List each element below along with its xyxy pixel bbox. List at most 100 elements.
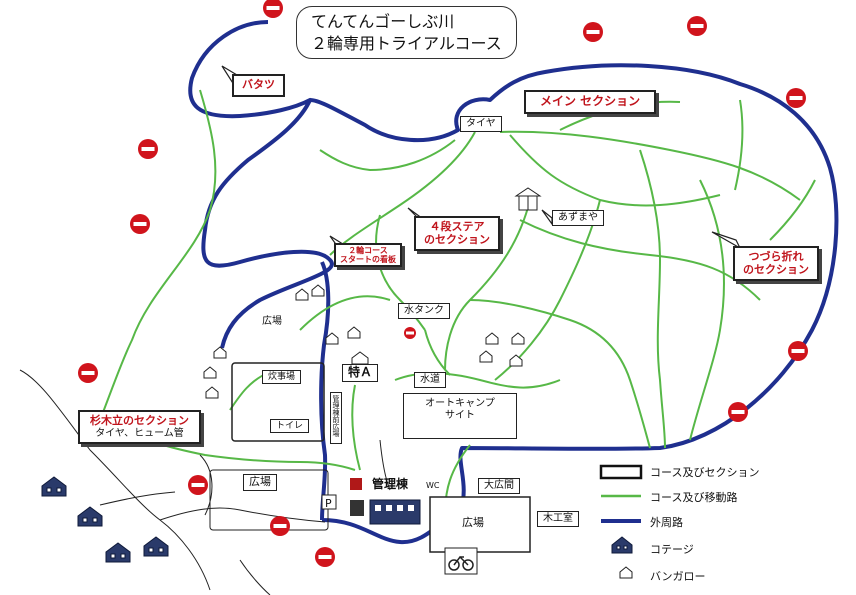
water-tank-icon — [404, 327, 416, 339]
water-supply-label: 水道 — [414, 372, 446, 388]
auto-camp-line2: サイト — [445, 409, 475, 421]
management-road-label: 管理棟前広場 — [330, 392, 343, 444]
bungalows — [203, 284, 633, 579]
course-path — [469, 299, 651, 449]
legend-bungalow: バンガロー — [650, 570, 706, 583]
cottage-icon — [41, 476, 67, 497]
course-path — [299, 295, 391, 331]
course-path — [99, 89, 217, 421]
outer-road — [188, 20, 839, 545]
management-building-label: 管理棟 — [372, 477, 409, 491]
section-sugi-line1: 杉木立のセクション — [90, 414, 189, 427]
special-a-label: 特Ａ — [342, 364, 379, 382]
water-tank-label: 水タンク — [398, 303, 450, 319]
course-path — [329, 131, 476, 256]
course-path — [375, 214, 426, 331]
course-path — [509, 134, 721, 207]
road-line — [99, 491, 176, 506]
no-entry-icon — [583, 22, 603, 42]
callout-pointer — [711, 231, 742, 250]
plaza-label-main: 広場 — [462, 516, 484, 529]
no-entry-icon — [130, 214, 150, 234]
bungalow-icon — [213, 346, 227, 359]
legend-course-section: コース及びセクション — [650, 466, 760, 479]
no-entry-signs — [78, 0, 808, 567]
woodwork-room-label: 木工室 — [537, 511, 579, 527]
no-entry-icon — [263, 0, 283, 18]
course-path — [494, 199, 601, 381]
bungalow-icon — [205, 386, 219, 399]
legend-swatches — [599, 464, 643, 523]
bungalow-icon — [619, 566, 633, 579]
bungalow-icon — [203, 366, 217, 379]
plaza-area — [429, 496, 531, 553]
bungalow-icon — [347, 326, 361, 339]
no-entry-icon — [138, 139, 158, 159]
section-tsuzura-line2: のセクション — [743, 262, 809, 276]
no-entry-icon — [78, 363, 98, 383]
wc-label: WC — [426, 481, 440, 490]
no-entry-icon — [270, 516, 290, 536]
no-entry-icon — [315, 547, 335, 567]
bungalow-icon — [509, 354, 523, 367]
cottage-icon — [611, 536, 633, 554]
course-path — [319, 139, 456, 172]
auto-camp-line1: オートキャンプ — [425, 398, 495, 409]
road-line — [199, 454, 213, 516]
map-title-line2: ２輪専用トライアルコース — [311, 33, 502, 53]
no-entry-icon — [687, 16, 707, 36]
callout-pointer — [541, 209, 553, 226]
no-entry-icon — [786, 88, 806, 108]
section-two-wheel-line2: スタートの看板 — [340, 255, 396, 265]
course-path — [499, 130, 801, 201]
legend-cottage: コテージ — [650, 543, 694, 556]
legend-swatch-section — [599, 464, 643, 480]
bungalow-icon — [325, 332, 339, 345]
no-entry-icon — [728, 402, 748, 422]
plaza-label-lower: 広場 — [243, 474, 277, 491]
section-two-wheel-start: ２輪コース スタートの看板 — [334, 243, 402, 268]
road-line — [19, 369, 211, 591]
bungalow-icon — [485, 332, 499, 345]
bungalow-icon — [479, 350, 493, 363]
section-tsuzura-line1: つづら折れ — [748, 250, 804, 263]
plaza-label-upper: 広場 — [262, 316, 282, 327]
cottages — [41, 476, 633, 563]
section-tsuzura: つづら折れ のセクション — [733, 246, 819, 282]
course-paths — [99, 89, 816, 516]
road-line — [159, 507, 326, 523]
svg-text:P: P — [325, 497, 332, 510]
legend-outer-road: 外周路 — [650, 516, 683, 529]
map-title-line1: てんてんゴーしぶ川 — [311, 12, 455, 31]
course-path — [519, 219, 761, 301]
section-four-step: ４段ステア のセクション — [414, 216, 500, 252]
course-path — [689, 179, 725, 441]
cooking-area-label: 炊事場 — [262, 370, 302, 385]
cottage-icon — [77, 506, 103, 527]
management-building-icon: P — [321, 478, 421, 525]
bungalow-icon — [311, 284, 325, 297]
bungalow-icon — [351, 351, 369, 365]
section-two-wheel-line1: ２輪コース — [348, 246, 388, 255]
azumaya-label: あずまや — [552, 210, 604, 226]
section-main: メイン セクション — [524, 90, 657, 114]
no-entry-icon — [188, 475, 208, 495]
map-title: てんてんゴーしぶ川 ２輪専用トライアルコース — [296, 6, 517, 60]
road-line — [379, 439, 391, 491]
cottage-icon — [143, 536, 169, 557]
course-path — [424, 329, 451, 376]
roads — [19, 369, 391, 595]
bicycle-icon — [444, 547, 478, 575]
great-hall-label: 大広間 — [478, 478, 520, 494]
plaza-area — [231, 362, 325, 442]
section-sugi-line2: タイヤ、ヒューム管 — [95, 427, 184, 439]
auto-camp-site: オートキャンプ サイト — [403, 393, 517, 439]
legend-course-path: コース及び移動路 — [650, 491, 738, 504]
toilet-label: トイレ — [270, 419, 310, 434]
section-sugi: 杉木立のセクション タイヤ、ヒューム管 — [78, 410, 201, 445]
tire-label: タイヤ — [460, 116, 502, 132]
section-four-step-line1: ４段ステア — [429, 220, 485, 233]
section-batatsu: バタツ — [232, 74, 285, 97]
bungalow-icon — [295, 288, 309, 301]
